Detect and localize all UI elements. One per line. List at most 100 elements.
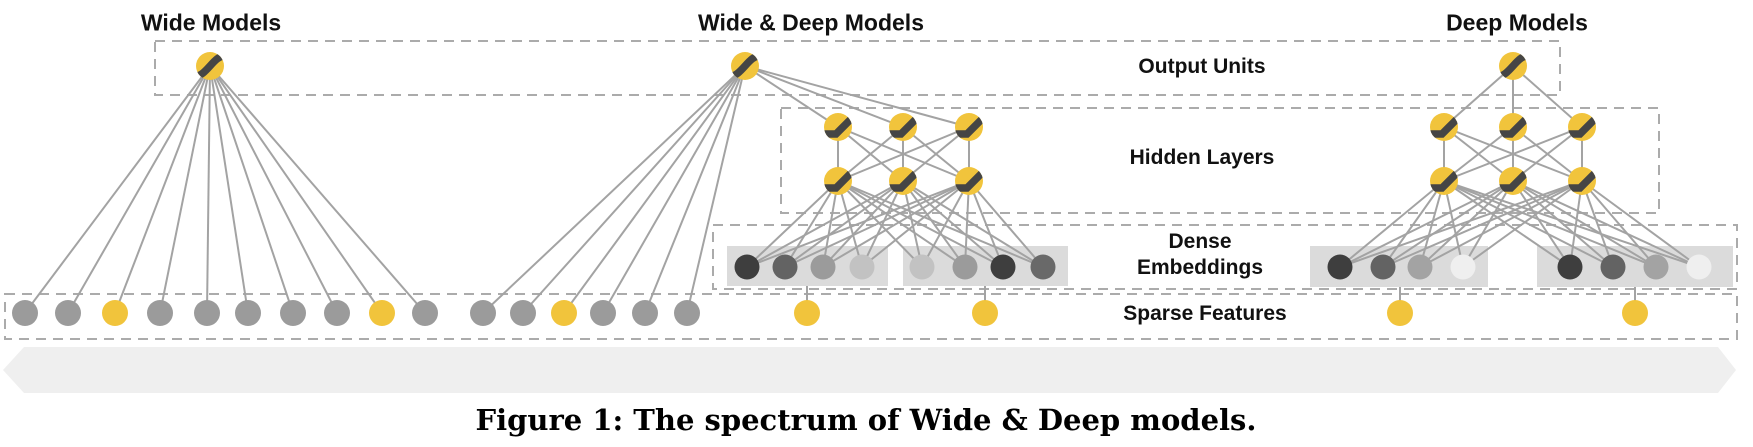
- hidden-embedding-edge: [1512, 180, 1657, 268]
- hidden-embedding-edge: [1339, 180, 1514, 268]
- hidden-embedding-edge: [1443, 180, 1700, 268]
- sparse-feature-node: [412, 300, 438, 326]
- hidden-embedding-edge: [1443, 180, 1657, 268]
- band-label-wide-models: Wide Models: [140, 9, 282, 36]
- embedding-node: [1450, 254, 1476, 280]
- embedding-node: [1600, 254, 1626, 280]
- wide-edge: [482, 65, 746, 314]
- sparse-feature-node: [972, 300, 998, 326]
- hidden-unit-node: [1499, 113, 1527, 141]
- hidden-embedding-edge: [746, 180, 970, 268]
- hidden-unit-node: [955, 167, 983, 195]
- hidden-embedding-edge: [1419, 180, 1445, 268]
- sparse-feature-node: [794, 300, 820, 326]
- hidden-embedding-edge: [784, 180, 904, 268]
- sparse-feature-node: [1622, 300, 1648, 326]
- dense-embeddings-box: [712, 224, 1738, 290]
- hidden-unit-node: [889, 113, 917, 141]
- hidden-layers-box: [780, 107, 1660, 214]
- embedding-node: [1370, 254, 1396, 280]
- hidden-embedding-edge: [1569, 180, 1583, 268]
- layer-label-hidden-layers: Hidden Layers: [1129, 146, 1275, 169]
- embedding-node: [849, 254, 875, 280]
- hidden-embedding-edge: [746, 180, 839, 268]
- hidden-embedding-edge: [1419, 180, 1514, 268]
- hidden-embedding-edge: [822, 180, 970, 268]
- hidden-embedding-edge: [902, 180, 1044, 268]
- hidden-embedding-edge: [861, 180, 904, 268]
- sparse-feature-node: [280, 300, 306, 326]
- hidden-embedding-edge: [1339, 180, 1583, 268]
- hidden-embedding-edge: [902, 180, 1004, 268]
- hidden-embedding-edge: [1382, 180, 1583, 268]
- sparse-feature-node: [1387, 300, 1413, 326]
- wide-edge: [209, 65, 383, 314]
- sparse-features-box: [4, 293, 1738, 340]
- sparse-feature-node: [590, 300, 616, 326]
- wide-edge: [209, 65, 294, 314]
- hidden-hidden-edge: [902, 126, 970, 182]
- sparse-feature-node: [674, 300, 700, 326]
- hidden-unit-node: [1430, 113, 1458, 141]
- hidden-embedding-edge: [1419, 180, 1583, 268]
- embedding-node: [1030, 254, 1056, 280]
- wide-edge: [24, 65, 211, 314]
- sparse-feature-node: [55, 300, 81, 326]
- hidden-embedding-edge: [902, 180, 966, 268]
- sparse-feature-node: [102, 300, 128, 326]
- wide-edge: [209, 65, 426, 314]
- hidden-embedding-edge: [1382, 180, 1445, 268]
- hidden-embedding-edge: [968, 180, 1004, 268]
- output-hidden-edge: [1443, 65, 1514, 128]
- hidden-hidden-edge: [837, 126, 904, 182]
- wide-edge: [563, 65, 746, 314]
- embedding-node: [1643, 254, 1669, 280]
- embedding-node: [1557, 254, 1583, 280]
- sparse-feature-node: [12, 300, 38, 326]
- output-hidden-edge: [744, 65, 970, 128]
- hidden-embedding-edge: [746, 180, 904, 268]
- hidden-embedding-edge: [784, 180, 839, 268]
- sparse-feature-node: [369, 300, 395, 326]
- wide-edge: [602, 65, 746, 314]
- hidden-embedding-edge: [968, 180, 1044, 268]
- sparse-feature-node: [194, 300, 220, 326]
- wide-edge: [159, 65, 211, 314]
- band-label-wide-deep-models: Wide & Deep Models: [698, 9, 924, 36]
- hidden-unit-node: [1430, 167, 1458, 195]
- hidden-embedding-edge: [837, 180, 966, 268]
- sparse-feature-node: [510, 300, 536, 326]
- sparse-feature-node: [632, 300, 658, 326]
- wide-edge: [686, 65, 746, 314]
- hidden-unit-node: [824, 113, 852, 141]
- hidden-unit-node: [1499, 167, 1527, 195]
- output-hidden-edge: [1512, 65, 1583, 128]
- hidden-embedding-edge: [1382, 180, 1514, 268]
- output-hidden-edge: [744, 65, 839, 128]
- hidden-unit-node: [1568, 167, 1596, 195]
- figure-caption: Figure 1: The spectrum of Wide & Deep mo…: [475, 403, 1257, 437]
- hidden-embedding-edge: [1443, 180, 1614, 268]
- layer-label-output-units: Output Units: [1138, 55, 1266, 78]
- hidden-unit-node: [955, 113, 983, 141]
- hidden-embedding-edge: [822, 180, 839, 268]
- wide-edge: [209, 65, 249, 314]
- hidden-embedding-edge: [902, 180, 923, 268]
- hidden-embedding-edge: [1512, 180, 1571, 268]
- output-unit-node: [196, 52, 224, 80]
- sparse-feature-node: [147, 300, 173, 326]
- hidden-embedding-edge: [1462, 180, 1583, 268]
- hidden-embedding-edge: [1339, 180, 1445, 268]
- hidden-hidden-edge: [1443, 126, 1583, 182]
- hidden-embedding-edge: [964, 180, 970, 268]
- output-units-box: [154, 40, 1561, 96]
- sparse-feature-node: [235, 300, 261, 326]
- hidden-hidden-edge: [1512, 126, 1583, 182]
- hidden-unit-node: [889, 167, 917, 195]
- hidden-embedding-edge: [837, 180, 1044, 268]
- hidden-embedding-edge: [822, 180, 904, 268]
- hidden-embedding-edge: [1581, 180, 1614, 268]
- hidden-embedding-edge: [837, 180, 1004, 268]
- sparse-feature-node: [470, 300, 496, 326]
